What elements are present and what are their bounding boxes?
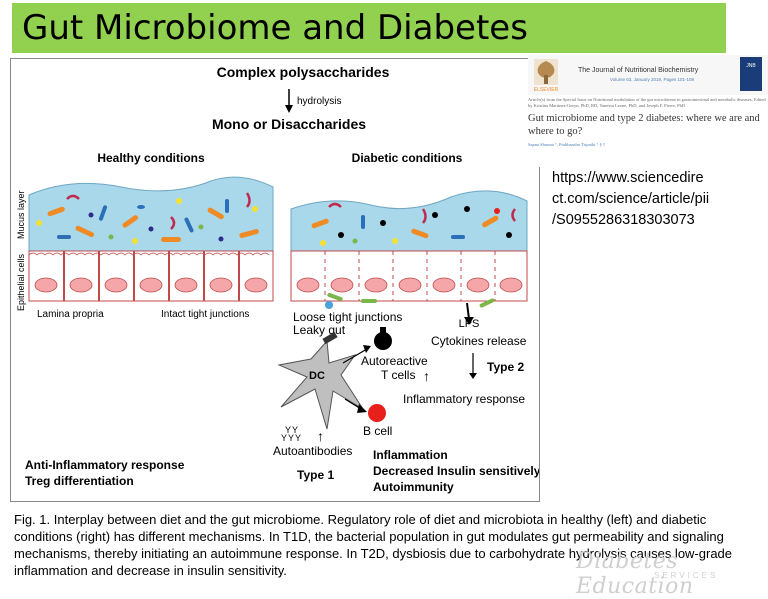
label-anti-inflammatory: Anti-Inflammatory response	[25, 458, 185, 472]
watermark-sub: SERVICES	[654, 571, 719, 580]
diabetic-epithelium	[290, 250, 528, 309]
t-cell-arrow	[342, 348, 368, 364]
journal-cover-logo: JNB	[746, 63, 756, 69]
label-inflammatory-response: Inflammatory response	[403, 392, 525, 406]
slide-title: Gut Microbiome and Diabetes	[22, 8, 528, 48]
diabetic-mucus-layer	[290, 190, 528, 252]
antibodies-icon: ΥΥ	[285, 425, 299, 435]
label-inflammation: Inflammation	[373, 448, 448, 462]
label-mucus-layer: Mucus layer	[16, 190, 26, 239]
label-autoimmunity: Autoimmunity	[373, 480, 454, 494]
journal-volume: Volume 63, January 2019, Pages 101-108	[610, 77, 695, 82]
hydrolysis-arrowhead	[285, 105, 293, 113]
healthy-mucus-layer	[28, 176, 274, 252]
label-leaky-gut: Leaky gut	[293, 323, 346, 337]
b-cell-arrowhead	[357, 404, 367, 413]
journal-clip: ELSEVIER The Journal of Nutritional Bioc…	[528, 55, 768, 167]
lps-arrow	[466, 302, 470, 320]
b-cell	[368, 404, 386, 422]
t-cell	[374, 332, 392, 350]
figure-caption: Fig. 1. Interplay between diet and the g…	[14, 512, 733, 578]
elsevier-tree-logo	[534, 59, 558, 85]
label-b-cell: B cell	[363, 424, 392, 438]
label-diabetic: Diabetic conditions	[352, 151, 463, 165]
source-url[interactable]: https://www.sciencedire ct.com/science/a…	[552, 170, 710, 228]
figure-diagram: Complex polysaccharides hydrolysis Mono …	[10, 58, 540, 502]
up-arrow-autoantibodies: ↑	[317, 428, 324, 444]
label-type1: Type 1	[297, 468, 334, 482]
healthy-epithelium	[28, 250, 274, 302]
journal-article-title: Gut microbiome and type 2 diabetes: wher…	[528, 113, 760, 137]
label-cytokines: Cytokines release	[431, 334, 527, 348]
label-lamina-propria: Lamina propria	[37, 309, 104, 320]
label-complex-polysaccharides: Complex polysaccharides	[217, 64, 390, 80]
type2-arrowhead	[469, 373, 477, 379]
label-autoantibodies: Autoantibodies	[273, 444, 352, 458]
journal-note: Article(s) from the Special Issue on Nut…	[528, 97, 766, 108]
label-intact-tight-junctions: Intact tight junctions	[161, 309, 249, 320]
label-type2: Type 2	[487, 360, 524, 374]
label-treg: Treg differentiation	[25, 474, 134, 488]
lps-arrowhead	[464, 317, 474, 325]
diabetic-bacteria	[311, 202, 517, 246]
label-healthy: Healthy conditions	[97, 151, 205, 165]
journal-publisher: ELSEVIER	[534, 87, 559, 93]
label-epithelial-cells: Epithelial cells	[16, 253, 26, 311]
label-dc: DC	[309, 370, 325, 382]
label-lps: LPS	[459, 318, 480, 330]
healthy-bacteria	[36, 192, 259, 244]
up-arrow-t-cells: ↑	[423, 368, 430, 384]
label-t-cells: T cells	[381, 368, 415, 382]
journal-cover	[740, 57, 762, 91]
title-bar: Gut Microbiome and Diabetes	[12, 3, 726, 53]
t-cell-arrowhead	[363, 345, 371, 353]
antibodies-icon-2: ΥΥΥ	[281, 433, 302, 443]
label-loose-tight-junctions: Loose tight junctions	[293, 310, 402, 324]
t-cell-receptor	[380, 327, 386, 333]
label-mono-disaccharides: Mono or Disaccharides	[212, 116, 366, 132]
antigen-rod	[322, 331, 338, 345]
journal-name: The Journal of Nutritional Biochemistry	[578, 67, 699, 74]
journal-authors: Sapna Sharma °, Prabhanshu Tripathi ° § …	[528, 142, 606, 147]
dendritic-cell	[277, 339, 364, 430]
label-decreased-insulin: Decreased Insulin sensitively	[373, 464, 539, 478]
label-autoreactive: Autoreactive	[361, 354, 428, 368]
label-hydrolysis: hydrolysis	[297, 96, 341, 107]
